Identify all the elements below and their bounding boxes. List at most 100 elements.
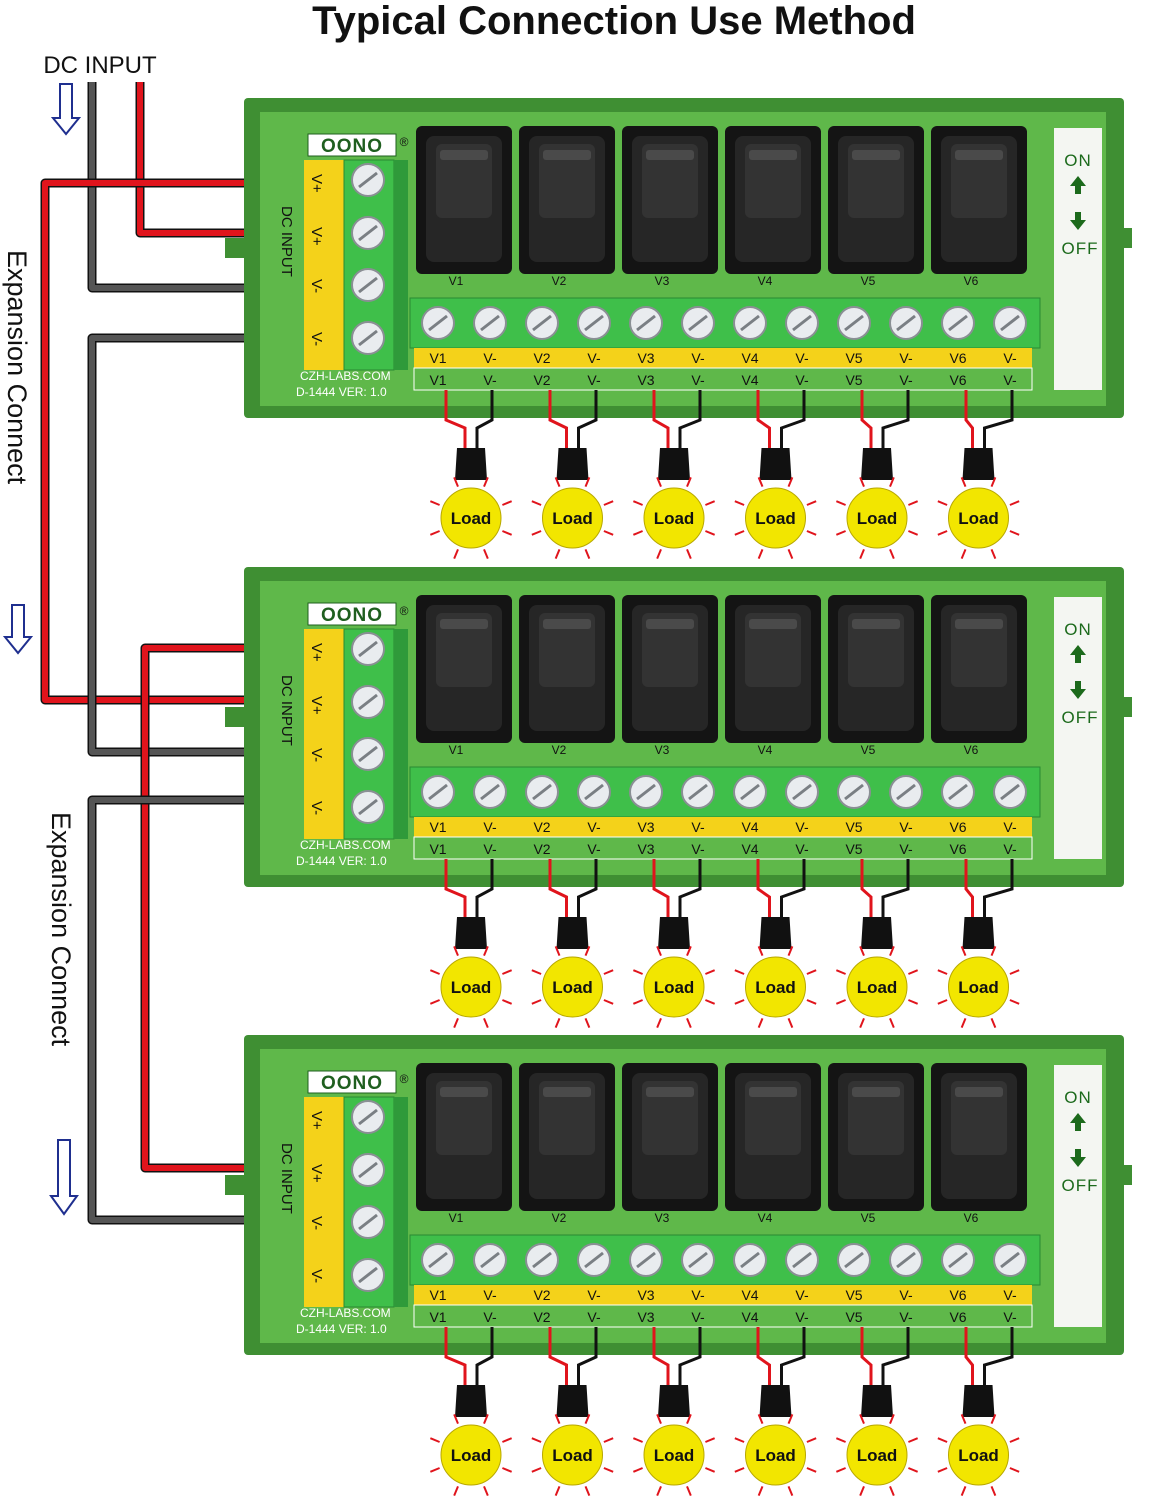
- screw-terminal-icon[interactable]: [889, 775, 923, 809]
- screw-terminal-icon[interactable]: [525, 1243, 559, 1277]
- switch-small-label: V5: [861, 743, 876, 757]
- load-3: Load: [632, 1327, 716, 1497]
- rocker-switch-3[interactable]: [622, 1063, 718, 1211]
- load-plug: [658, 448, 690, 480]
- bulb-icon: [734, 1413, 817, 1497]
- rocker-switch-6[interactable]: [931, 126, 1027, 274]
- screw-terminal-icon[interactable]: [681, 1243, 715, 1277]
- load-wire-black: [780, 390, 806, 448]
- screw-terminal-icon[interactable]: [993, 306, 1027, 340]
- negative-label: V-: [795, 350, 809, 366]
- screw-terminal-icon[interactable]: [351, 268, 385, 302]
- load-plug: [962, 448, 995, 480]
- channel-label: V5: [845, 819, 862, 835]
- screw-terminal-icon[interactable]: [785, 775, 819, 809]
- rocker-switch-6[interactable]: [931, 1063, 1027, 1211]
- load-wire-red: [444, 390, 467, 448]
- screw-terminal-icon[interactable]: [889, 306, 923, 340]
- screw-terminal-icon[interactable]: [629, 306, 663, 340]
- rocker-switch-1[interactable]: [416, 126, 512, 274]
- screw-terminal-icon[interactable]: [351, 632, 385, 666]
- screw-terminal-icon[interactable]: [941, 775, 975, 809]
- output-label-strip: [414, 348, 1032, 368]
- screw-terminal-icon[interactable]: [473, 1243, 507, 1277]
- rocker-switch-3[interactable]: [622, 126, 718, 274]
- on-label: ON: [1064, 151, 1092, 170]
- load-plug: [658, 1385, 690, 1417]
- model-label: D-1444 VER: 1.0: [296, 854, 387, 868]
- rocker-switch-2[interactable]: [519, 1063, 615, 1211]
- screw-terminal-icon[interactable]: [993, 775, 1027, 809]
- input-pin-label-strip: [304, 629, 344, 839]
- screw-terminal-icon[interactable]: [351, 1205, 385, 1239]
- screw-terminal-icon[interactable]: [941, 306, 975, 340]
- screw-terminal-icon[interactable]: [351, 737, 385, 771]
- screw-terminal-icon[interactable]: [889, 1243, 923, 1277]
- screw-terminal-icon[interactable]: [837, 1243, 871, 1277]
- rocker-switch-4[interactable]: [725, 126, 821, 274]
- screw-terminal-icon[interactable]: [351, 790, 385, 824]
- rocker-switch-5[interactable]: [828, 1063, 924, 1211]
- screw-terminal-icon[interactable]: [421, 1243, 455, 1277]
- negative-label: V-: [795, 1287, 809, 1303]
- switch-small-label: V2: [552, 743, 567, 757]
- screw-terminal-icon[interactable]: [351, 1258, 385, 1292]
- screw-terminal-icon[interactable]: [837, 306, 871, 340]
- screw-terminal-icon[interactable]: [681, 775, 715, 809]
- screw-terminal-icon[interactable]: [941, 1243, 975, 1277]
- channel-label: V1: [429, 1287, 446, 1303]
- switch-small-label: V3: [655, 1211, 670, 1225]
- screw-terminal-icon[interactable]: [351, 216, 385, 250]
- screw-terminal-icon[interactable]: [351, 685, 385, 719]
- screw-terminal-icon[interactable]: [837, 775, 871, 809]
- screw-terminal-icon[interactable]: [733, 1243, 767, 1277]
- screw-terminal-icon[interactable]: [577, 775, 611, 809]
- rocker-switch-1[interactable]: [416, 1063, 512, 1211]
- load-2: Load: [531, 1327, 614, 1497]
- load-plug: [861, 1385, 893, 1417]
- rocker-switch-2[interactable]: [519, 126, 615, 274]
- screw-terminal-icon[interactable]: [351, 163, 385, 197]
- screw-terminal-icon[interactable]: [525, 775, 559, 809]
- screw-terminal-icon[interactable]: [351, 1100, 385, 1134]
- pcb-channel-label: V5: [845, 841, 862, 857]
- screw-terminal-icon[interactable]: [629, 1243, 663, 1277]
- registered-mark: ®: [400, 604, 409, 618]
- output-pcb-label-strip: [413, 1304, 1033, 1328]
- screw-terminal-icon[interactable]: [473, 775, 507, 809]
- screw-terminal-icon[interactable]: [993, 1243, 1027, 1277]
- screw-terminal-icon[interactable]: [351, 1153, 385, 1187]
- rocker-switch-5[interactable]: [828, 126, 924, 274]
- rocker-switch-5[interactable]: [828, 595, 924, 743]
- screw-terminal-icon[interactable]: [421, 775, 455, 809]
- screw-terminal-icon[interactable]: [525, 306, 559, 340]
- screw-terminal-icon[interactable]: [733, 306, 767, 340]
- negative-label: V-: [691, 819, 705, 835]
- rocker-switch-1[interactable]: [416, 595, 512, 743]
- screw-terminal-icon[interactable]: [577, 306, 611, 340]
- bulb-icon: [429, 476, 513, 560]
- pcb-negative-label: V-: [899, 372, 913, 388]
- load-label: Load: [654, 1446, 695, 1465]
- screw-terminal-icon[interactable]: [785, 306, 819, 340]
- load-plug: [759, 448, 792, 480]
- rail-clip: [1110, 1165, 1132, 1185]
- rocker-switch-4[interactable]: [725, 595, 821, 743]
- rocker-switch-3[interactable]: [622, 595, 718, 743]
- dc-input-vertical-label: DC INPUT: [278, 206, 295, 277]
- screw-terminal-icon[interactable]: [681, 306, 715, 340]
- screw-terminal-icon[interactable]: [421, 306, 455, 340]
- screw-terminal-icon[interactable]: [577, 1243, 611, 1277]
- screw-terminal-icon[interactable]: [629, 775, 663, 809]
- screw-terminal-icon[interactable]: [473, 306, 507, 340]
- screw-terminal-icon[interactable]: [351, 321, 385, 355]
- rocker-switch-2[interactable]: [519, 595, 615, 743]
- switch-small-label: V6: [964, 743, 979, 757]
- registered-mark: ®: [400, 135, 409, 149]
- website-label: CZH-LABS.COM: [300, 838, 391, 852]
- screw-terminal-icon[interactable]: [785, 1243, 819, 1277]
- screw-terminal-icon[interactable]: [733, 775, 767, 809]
- rocker-switch-6[interactable]: [931, 595, 1027, 743]
- rocker-switch-4[interactable]: [725, 1063, 821, 1211]
